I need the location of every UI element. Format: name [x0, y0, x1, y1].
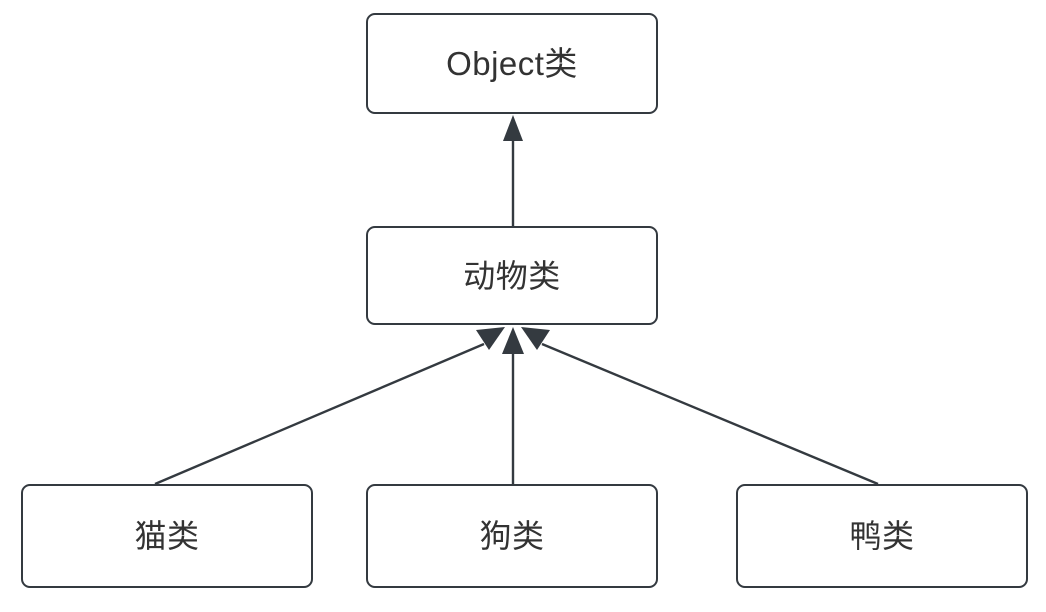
- edge-dog-to-animal: [502, 327, 524, 484]
- class-node-duck[interactable]: 鸭类: [736, 484, 1028, 588]
- arrowhead-icon: [502, 327, 524, 354]
- arrowhead-icon: [521, 327, 550, 350]
- edge-cat-to-animal: [154, 327, 505, 486]
- class-node-object-label: Object类: [446, 45, 578, 82]
- edge-duck-to-animal: [521, 327, 879, 486]
- arrowhead-icon: [476, 327, 505, 350]
- class-node-duck-label: 鸭类: [849, 518, 915, 554]
- class-node-animal[interactable]: 动物类: [366, 226, 658, 325]
- class-node-object[interactable]: Object类: [366, 13, 658, 114]
- class-node-cat[interactable]: 猫类: [21, 484, 313, 588]
- class-node-cat-label: 猫类: [134, 518, 200, 554]
- class-node-dog[interactable]: 狗类: [366, 484, 658, 588]
- class-node-dog-label: 狗类: [479, 518, 545, 554]
- edge-animal-to-object: [503, 115, 523, 226]
- class-node-animal-label: 动物类: [463, 257, 561, 294]
- arrowhead-icon: [503, 115, 523, 141]
